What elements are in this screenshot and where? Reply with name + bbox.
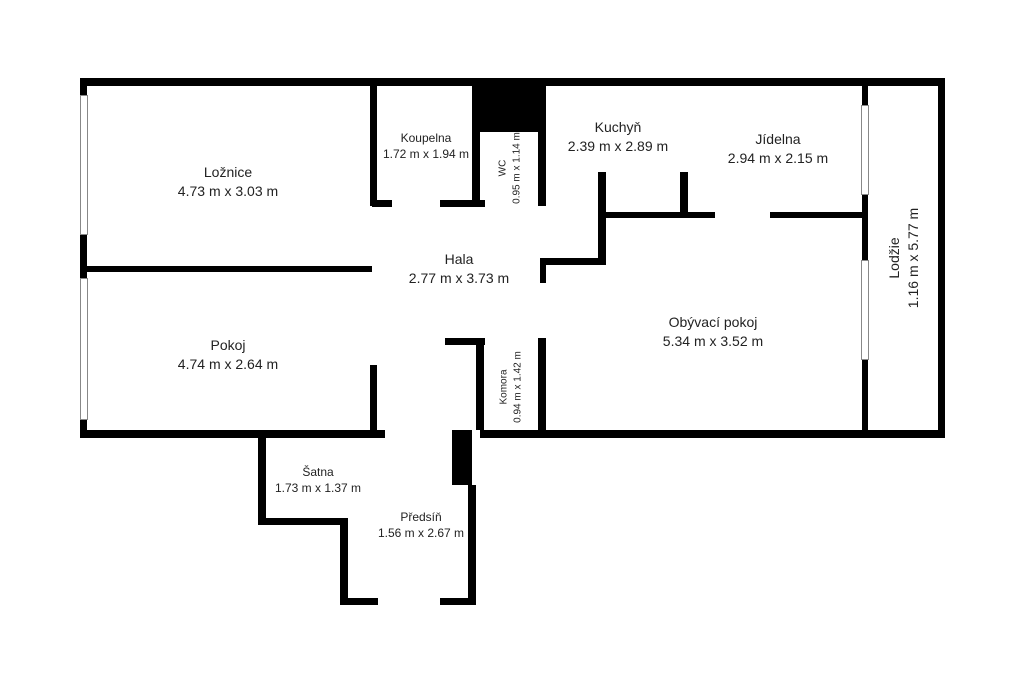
room-label-jidelna: Jídelna 2.94 m x 2.15 m bbox=[728, 130, 828, 168]
wall bbox=[538, 338, 546, 430]
wall bbox=[862, 86, 868, 430]
room-label-predsin: Předsíň 1.56 m x 2.67 m bbox=[378, 509, 464, 541]
wall bbox=[680, 172, 688, 218]
wall bbox=[476, 338, 484, 430]
room-dims: 5.34 m x 3.52 m bbox=[662, 333, 764, 349]
room-dims: 1.73 m x 1.37 m bbox=[274, 481, 362, 495]
room-name: Pokoj bbox=[210, 337, 246, 354]
room-name: Předsíň bbox=[400, 509, 442, 524]
wall bbox=[80, 78, 87, 438]
room-dims: 2.77 m x 3.73 m bbox=[408, 270, 510, 286]
room-label-obyvaci-pokoj: Obývací pokoj 5.34 m x 3.52 m bbox=[663, 313, 763, 351]
room-name: Ložnice bbox=[203, 164, 253, 181]
chimney bbox=[475, 78, 545, 132]
room-dims: 0.94 m x 1.42 m bbox=[512, 351, 523, 423]
room-name: Jídelna bbox=[755, 131, 801, 148]
room-dims: 4.73 m x 3.03 m bbox=[177, 183, 279, 199]
room-name: Lodžie bbox=[886, 237, 903, 279]
room-dims: 2.39 m x 2.89 m bbox=[567, 138, 669, 154]
room-dims: 4.74 m x 2.64 m bbox=[177, 356, 279, 372]
wall bbox=[540, 258, 605, 265]
room-label-koupelna: Koupelna 1.72 m x 1.94 m bbox=[383, 130, 469, 162]
wall bbox=[440, 200, 485, 207]
wall bbox=[258, 430, 266, 525]
room-name: Kuchyň bbox=[594, 119, 642, 136]
wall bbox=[445, 338, 485, 345]
wall bbox=[540, 258, 546, 283]
room-name: Koupelna bbox=[400, 130, 452, 145]
room-name: Hala bbox=[444, 251, 474, 268]
room-name: Obývací pokoj bbox=[668, 314, 758, 331]
wall bbox=[452, 430, 472, 485]
room-dims: 0.95 m x 1.14 m bbox=[511, 132, 522, 204]
window bbox=[80, 278, 88, 420]
room-label-hala: Hala 2.77 m x 3.73 m bbox=[409, 250, 509, 288]
wall bbox=[340, 598, 378, 605]
wall bbox=[87, 266, 372, 272]
room-label-pokoj: Pokoj 4.74 m x 2.64 m bbox=[178, 336, 278, 374]
wall bbox=[598, 212, 715, 218]
wall bbox=[340, 518, 348, 605]
window bbox=[80, 95, 88, 235]
room-label-kuchyn: Kuchyň 2.39 m x 2.89 m bbox=[568, 118, 668, 156]
wall bbox=[80, 430, 385, 438]
wall bbox=[372, 200, 392, 207]
wall bbox=[770, 212, 865, 218]
wall bbox=[472, 86, 480, 206]
wall bbox=[468, 485, 476, 605]
wall bbox=[370, 365, 377, 430]
room-name: Šatna bbox=[302, 464, 334, 479]
room-dims: 1.16 m x 5.77 m bbox=[905, 207, 921, 309]
wall bbox=[370, 86, 377, 206]
room-label-satna: Šatna 1.73 m x 1.37 m bbox=[275, 464, 361, 496]
window bbox=[861, 105, 869, 195]
room-dims: 2.94 m x 2.15 m bbox=[727, 150, 829, 166]
window bbox=[861, 260, 869, 360]
wall bbox=[258, 518, 348, 525]
wall bbox=[598, 172, 606, 265]
wall bbox=[938, 86, 945, 436]
room-dims: 1.72 m x 1.94 m bbox=[382, 147, 470, 161]
room-dims: 1.56 m x 2.67 m bbox=[377, 526, 465, 540]
wall bbox=[440, 598, 476, 605]
wall bbox=[480, 430, 945, 438]
wall bbox=[538, 86, 546, 206]
room-label-loznice: Ložnice 4.73 m x 3.03 m bbox=[178, 163, 278, 201]
room-name: WC bbox=[497, 159, 509, 177]
room-name: Komora bbox=[498, 369, 510, 405]
